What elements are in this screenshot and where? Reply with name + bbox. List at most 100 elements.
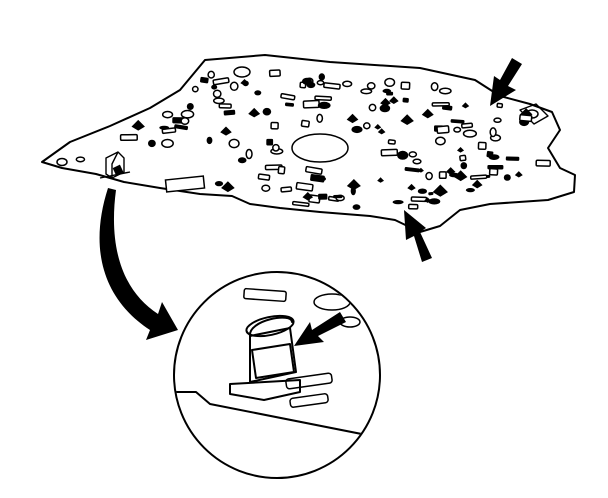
plate-hole <box>212 89 222 99</box>
plate-hole <box>318 73 325 81</box>
plate-hole <box>161 138 174 149</box>
plate-hole <box>438 87 452 95</box>
plate-hole <box>266 138 274 146</box>
plate-hole <box>212 77 230 86</box>
plate-hole <box>465 188 475 193</box>
plate-hole <box>316 79 325 86</box>
bottom-right-arrow <box>404 210 432 262</box>
plate-hole <box>450 119 465 124</box>
plate-hole <box>449 172 460 178</box>
plate-hole <box>377 177 385 183</box>
plate-hole <box>469 174 488 180</box>
plate-hole <box>421 108 434 119</box>
plate-hole <box>461 122 474 129</box>
plate-hole <box>333 194 343 199</box>
plate-hole <box>248 107 261 118</box>
plate-hole <box>245 148 253 160</box>
plate-hole <box>377 128 386 135</box>
plate-hole <box>211 84 218 90</box>
plate-hole <box>392 200 404 205</box>
plate-hole <box>519 114 533 123</box>
plate-hole <box>221 181 235 193</box>
plate-hole <box>380 97 391 107</box>
plate-hole <box>412 158 422 165</box>
plate-hole <box>460 162 468 170</box>
plate-hole <box>424 197 432 203</box>
plate-hole <box>174 124 189 131</box>
plate-hole <box>180 109 195 119</box>
plate-hole <box>434 136 446 146</box>
detail-arrow <box>294 312 346 346</box>
plate-hole <box>191 85 199 93</box>
plate-hole <box>291 200 310 208</box>
plate-hole <box>229 81 239 92</box>
plate-hole <box>362 122 371 130</box>
plate-hole <box>257 173 271 181</box>
detail-circle <box>173 271 381 479</box>
plate-hole <box>75 156 86 163</box>
plate-hole <box>272 143 280 152</box>
plate-hole <box>300 119 310 128</box>
plate-hole <box>430 81 439 92</box>
plate-hole <box>438 171 447 180</box>
plate-hole <box>318 176 326 182</box>
plate-hole <box>404 166 421 173</box>
spacer-plate <box>41 54 576 233</box>
plate-hole <box>220 126 232 136</box>
plate-hole <box>408 151 418 158</box>
detail-slot-bottom-2 <box>289 393 329 408</box>
plate-hole <box>489 127 497 138</box>
plate-hole <box>159 125 170 130</box>
plate-hole <box>254 90 262 96</box>
plate-hole <box>453 170 468 182</box>
plate-hole <box>387 139 396 145</box>
plate-hole <box>242 80 249 87</box>
plate-hole <box>212 97 225 105</box>
curved-leader-arrow <box>99 188 178 340</box>
plate-hole <box>237 157 247 164</box>
plate-hole <box>417 188 427 194</box>
plate-hole <box>131 119 145 131</box>
plate-hole <box>261 184 271 192</box>
plate-hole <box>351 125 363 134</box>
plate-hole <box>270 121 279 130</box>
plate-hole <box>199 76 209 84</box>
plate-hole <box>284 102 295 107</box>
detail-plate-edge-lower <box>175 391 379 441</box>
plate-hole <box>400 81 411 90</box>
plate-hole <box>161 110 174 119</box>
plate-hole <box>180 116 190 126</box>
plate-hole <box>295 181 314 192</box>
plate-hole <box>384 77 396 88</box>
plate-hole <box>493 117 502 124</box>
plate-hole <box>380 148 399 157</box>
plate-hole <box>428 191 434 196</box>
plate-hole <box>514 171 523 178</box>
plate-hole <box>388 96 399 104</box>
plate-hole <box>488 154 500 161</box>
detail-filter <box>229 314 301 401</box>
plate-hole <box>317 101 331 109</box>
plate-hole <box>496 102 504 109</box>
plate-hole <box>407 203 419 210</box>
plate-hole <box>386 91 394 96</box>
plate-hole <box>432 184 448 197</box>
plate-hole <box>223 109 236 116</box>
plate-hole <box>431 101 450 107</box>
plate-hole <box>318 193 328 200</box>
plate-hole <box>214 181 224 187</box>
plate-hole <box>346 113 359 124</box>
center-hole <box>291 133 349 163</box>
plate-hole <box>461 102 470 109</box>
plate-hole <box>305 165 323 175</box>
plate-hole <box>277 165 286 175</box>
plate-hole <box>471 179 483 189</box>
plate-hole <box>457 146 465 153</box>
plate-hole <box>417 167 424 173</box>
plate-hole <box>186 103 194 110</box>
plate-hole <box>207 70 216 79</box>
plate-hole <box>280 186 293 193</box>
filter-slot <box>164 175 206 193</box>
plate-filter <box>99 151 131 179</box>
plate-hole <box>316 113 324 123</box>
